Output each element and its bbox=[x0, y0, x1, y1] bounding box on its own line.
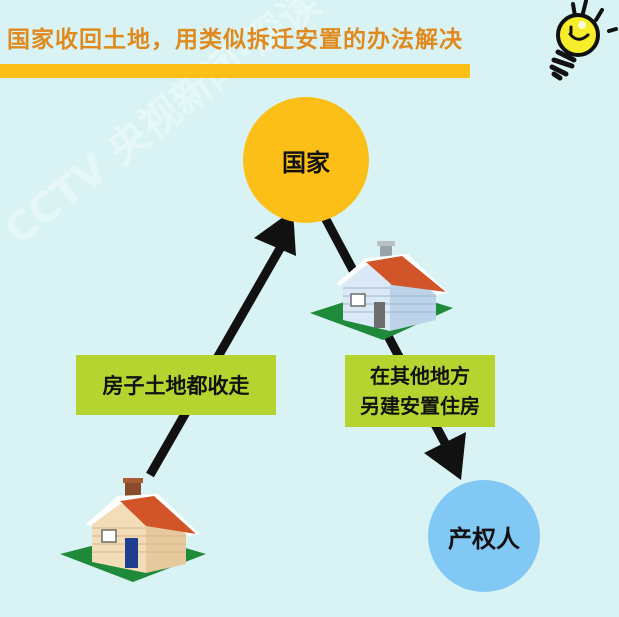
state-node-label: 国家 bbox=[282, 148, 330, 177]
arrow-up-head bbox=[254, 210, 296, 256]
owner-node: 产权人 bbox=[428, 480, 540, 592]
state-node: 国家 bbox=[243, 97, 369, 223]
owner-node-label: 产权人 bbox=[448, 524, 520, 553]
arrow-down-head bbox=[424, 432, 466, 480]
resettlement-house-icon bbox=[310, 241, 453, 340]
original-house-icon bbox=[60, 478, 206, 582]
edge-label-resettle: 在其他地方 另建安置住房 bbox=[345, 355, 495, 427]
edge-label-confiscate: 房子土地都收走 bbox=[76, 355, 276, 415]
edge-label-confiscate-text: 房子土地都收走 bbox=[102, 374, 250, 398]
lightbulb-icon bbox=[549, 0, 618, 81]
edge-label-resettle-line2: 另建安置住房 bbox=[360, 394, 480, 418]
edge-label-resettle-line1: 在其他地方 bbox=[370, 364, 470, 388]
title-underline-bar bbox=[0, 64, 470, 78]
page-title: 国家收回土地，用类似拆迁安置的办法解决 bbox=[7, 27, 463, 53]
